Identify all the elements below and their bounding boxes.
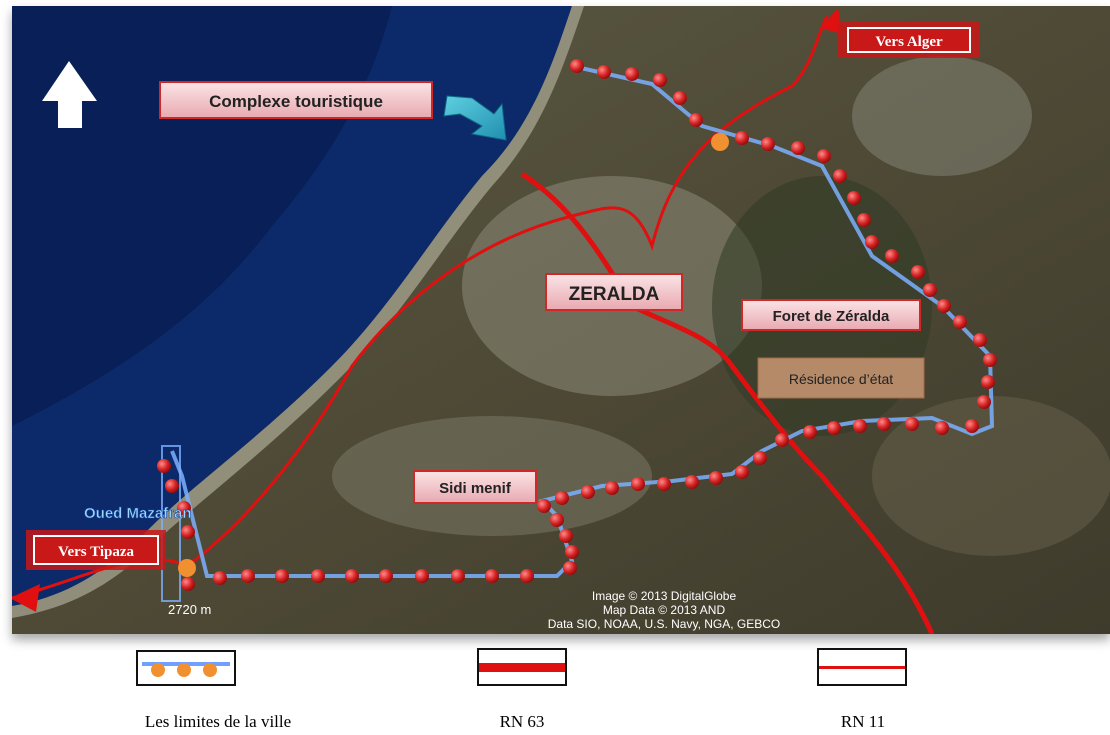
boundary-dot <box>827 421 841 435</box>
svg-text:Data SIO, NOAA, U.S. Navy, NGA: Data SIO, NOAA, U.S. Navy, NGA, GEBCO <box>548 617 781 631</box>
svg-text:Vers Tipaza: Vers Tipaza <box>58 544 134 560</box>
label-vers-tipaza: Vers Tipaza <box>26 530 166 570</box>
boundary-dot <box>977 395 991 409</box>
label-foret-de-zeralda: Foret de Zéralda <box>741 299 921 331</box>
boundary-dot <box>905 417 919 431</box>
boundary-dot <box>379 569 393 583</box>
boundary-dot <box>345 569 359 583</box>
boundary-dot <box>565 545 579 559</box>
boundary-dot <box>685 475 699 489</box>
boundary-dot <box>735 131 749 145</box>
boundary-dot <box>973 333 987 347</box>
boundary-dot <box>177 501 191 515</box>
boundary-dot <box>415 569 429 583</box>
boundary-dot <box>657 477 671 491</box>
svg-text:Complexe touristique: Complexe touristique <box>209 92 383 111</box>
boundary-dot <box>550 513 564 527</box>
boundary-dot <box>631 477 645 491</box>
boundary-dot <box>241 569 255 583</box>
north-arrow-icon <box>42 61 97 128</box>
boundary-dot <box>935 421 949 435</box>
svg-text:Map Data © 2013 AND: Map Data © 2013 AND <box>603 603 726 617</box>
legend-swatch-rn63 <box>477 648 567 686</box>
boundary-dot <box>735 465 749 479</box>
boundary-dot <box>885 249 899 263</box>
boundary-dot <box>563 561 577 575</box>
label-residence-d-etat: Résidence d’état <box>757 357 925 399</box>
boundary-dot <box>983 353 997 367</box>
svg-text:Image © 2013 DigitalGlobe: Image © 2013 DigitalGlobe <box>592 589 737 603</box>
boundary-dot <box>775 433 789 447</box>
junction-dot-west <box>178 559 196 577</box>
svg-text:Sidi menif: Sidi menif <box>439 480 512 497</box>
boundary-dot <box>181 577 195 591</box>
boundary-dot <box>181 525 195 539</box>
boundary-dot <box>753 451 767 465</box>
boundary-dot <box>865 235 879 249</box>
city-boundary-dots <box>157 59 997 591</box>
boundary-dot <box>451 569 465 583</box>
boundary-dot <box>857 213 871 227</box>
boundary-dot <box>597 65 611 79</box>
svg-text:Résidence d’état: Résidence d’état <box>789 371 893 387</box>
boundary-dot <box>981 375 995 389</box>
boundary-dot <box>877 417 891 431</box>
boundary-dot <box>520 569 534 583</box>
boundary-dot <box>761 137 775 151</box>
boundary-dot <box>537 499 551 513</box>
scale-label: 2720 m <box>168 602 211 617</box>
legend-label-rn63: RN 63 <box>499 712 545 731</box>
boundary-dot <box>833 169 847 183</box>
boundary-dot <box>570 59 584 73</box>
road-rn63 <box>520 171 935 634</box>
svg-text:Vers Alger: Vers Alger <box>875 34 943 50</box>
legend-swatch-rn11 <box>817 648 907 686</box>
boundary-dot <box>803 425 817 439</box>
junction-dot-north <box>711 133 729 151</box>
label-vers-alger: Vers Alger <box>838 22 980 58</box>
boundary-dot <box>605 481 619 495</box>
boundary-dot <box>213 571 227 585</box>
boundary-dot <box>937 299 951 313</box>
label-complexe-touristique: Complexe touristique <box>159 81 433 119</box>
boundary-dot <box>911 265 925 279</box>
legend-label-city-limits: Les limites de la ville <box>144 712 292 731</box>
label-zeralda: ZERALDA <box>545 273 683 311</box>
pointer-arrow-icon <box>443 95 507 141</box>
boundary-dot <box>275 569 289 583</box>
imagery-credit: Image © 2013 DigitalGlobe Map Data © 201… <box>548 589 781 631</box>
boundary-dot <box>791 141 805 155</box>
arrow-to-tipaza <box>12 584 40 612</box>
label-sidi-menif: Sidi menif <box>413 470 537 504</box>
boundary-dot <box>157 459 171 473</box>
svg-text:ZERALDA: ZERALDA <box>569 284 660 305</box>
boundary-dot <box>165 479 179 493</box>
boundary-dot <box>953 315 967 329</box>
legend-label-rn11: RN 11 <box>840 712 886 731</box>
boundary-dot <box>923 283 937 297</box>
boundary-dot <box>625 67 639 81</box>
satellite-map: Complexe touristique ZERALDA Foret de Zé… <box>12 6 1110 634</box>
boundary-dot <box>653 73 667 87</box>
boundary-dot <box>555 491 569 505</box>
boundary-dot <box>485 569 499 583</box>
boundary-dot <box>853 419 867 433</box>
boundary-dot <box>965 419 979 433</box>
legend-swatch-city-limits <box>136 650 236 686</box>
boundary-dot <box>673 91 687 105</box>
boundary-dot <box>847 191 861 205</box>
label-oued-mazafran: Oued Mazafran <box>84 505 192 522</box>
boundary-dot <box>581 485 595 499</box>
boundary-dot <box>559 529 573 543</box>
boundary-dot <box>689 113 703 127</box>
boundary-dot <box>817 149 831 163</box>
arrow-to-alger <box>820 8 842 34</box>
boundary-dot <box>709 471 723 485</box>
boundary-dot <box>311 569 325 583</box>
svg-text:Foret de Zéralda: Foret de Zéralda <box>773 308 890 325</box>
